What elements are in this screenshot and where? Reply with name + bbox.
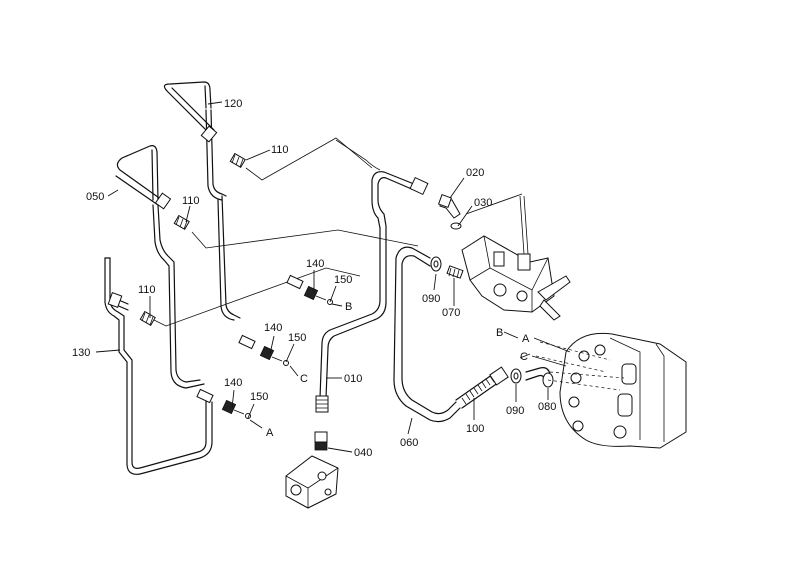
hose-060 [393, 246, 461, 423]
lower-valve-block [285, 455, 339, 509]
pipe-050 [115, 145, 205, 389]
fitting-090-right [510, 368, 522, 384]
fitting-040 [314, 431, 328, 451]
label-090-left: 090 [422, 293, 440, 305]
valve-lever-2 [539, 299, 561, 321]
part-labels: 120 110 050 110 110 130 140 150 B 140 15… [72, 98, 556, 459]
valve-port-4 [516, 290, 528, 302]
label-ref-C-left: C [300, 373, 308, 385]
hose-100-fitting [489, 366, 509, 386]
label-080: 080 [538, 401, 556, 413]
fitting-140-lower [196, 388, 251, 419]
fitting-090-left [430, 256, 442, 272]
fitting-110-left [139, 310, 156, 327]
label-ref-B-left: B [345, 301, 352, 313]
pipe-130 [104, 257, 213, 475]
label-110-middle: 110 [182, 195, 200, 207]
oring-030 [450, 222, 462, 230]
valve-port-1 [493, 251, 505, 267]
control-valve [461, 195, 571, 321]
pipe-010-top-nut [409, 176, 429, 196]
label-ref-A-right: A [522, 333, 530, 345]
label-100: 100 [466, 423, 484, 435]
leader-lines [95, 101, 549, 453]
label-060: 060 [400, 437, 418, 449]
label-020: 020 [466, 167, 484, 179]
label-110-top: 110 [271, 144, 289, 156]
hose-100 [455, 366, 509, 409]
label-ref-A-left: A [266, 427, 274, 439]
fitting-080 [525, 367, 554, 388]
fitting-140-upper [286, 274, 333, 305]
transmission-housing [535, 332, 687, 449]
label-ref-B-right: B [496, 327, 503, 339]
connecting-lines [149, 137, 419, 327]
label-140-upper: 140 [306, 258, 324, 270]
label-050: 050 [86, 191, 104, 203]
label-010: 010 [344, 373, 362, 385]
label-140-middle: 140 [264, 322, 282, 334]
pipe-120 [163, 81, 241, 321]
fitting-110-middle [173, 214, 190, 231]
label-090-right: 090 [506, 405, 524, 417]
pipe-120-nut [200, 125, 218, 143]
label-110-left: 110 [138, 284, 156, 296]
fitting-070 [446, 265, 464, 279]
valve-port-2 [517, 253, 531, 271]
label-040: 040 [354, 447, 372, 459]
pipe-050-nut [154, 192, 172, 210]
label-130: 130 [72, 347, 90, 359]
label-150-upper: 150 [334, 274, 352, 286]
pipe-130-nut [107, 292, 123, 308]
label-150-lower: 150 [250, 391, 268, 403]
reference-lines-right [503, 331, 571, 367]
label-120: 120 [224, 98, 242, 110]
label-ref-C-right: C [520, 351, 528, 363]
label-140-lower: 140 [224, 377, 242, 389]
label-070: 070 [442, 307, 460, 319]
valve-port-3 [493, 283, 507, 297]
label-030: 030 [474, 197, 492, 209]
pipe-010 [315, 171, 429, 413]
label-150-middle: 150 [288, 332, 306, 344]
elbow-020 [437, 193, 461, 219]
fitting-110-top [229, 152, 246, 169]
valve-lever [537, 275, 571, 301]
fitting-140-middle [238, 334, 289, 366]
